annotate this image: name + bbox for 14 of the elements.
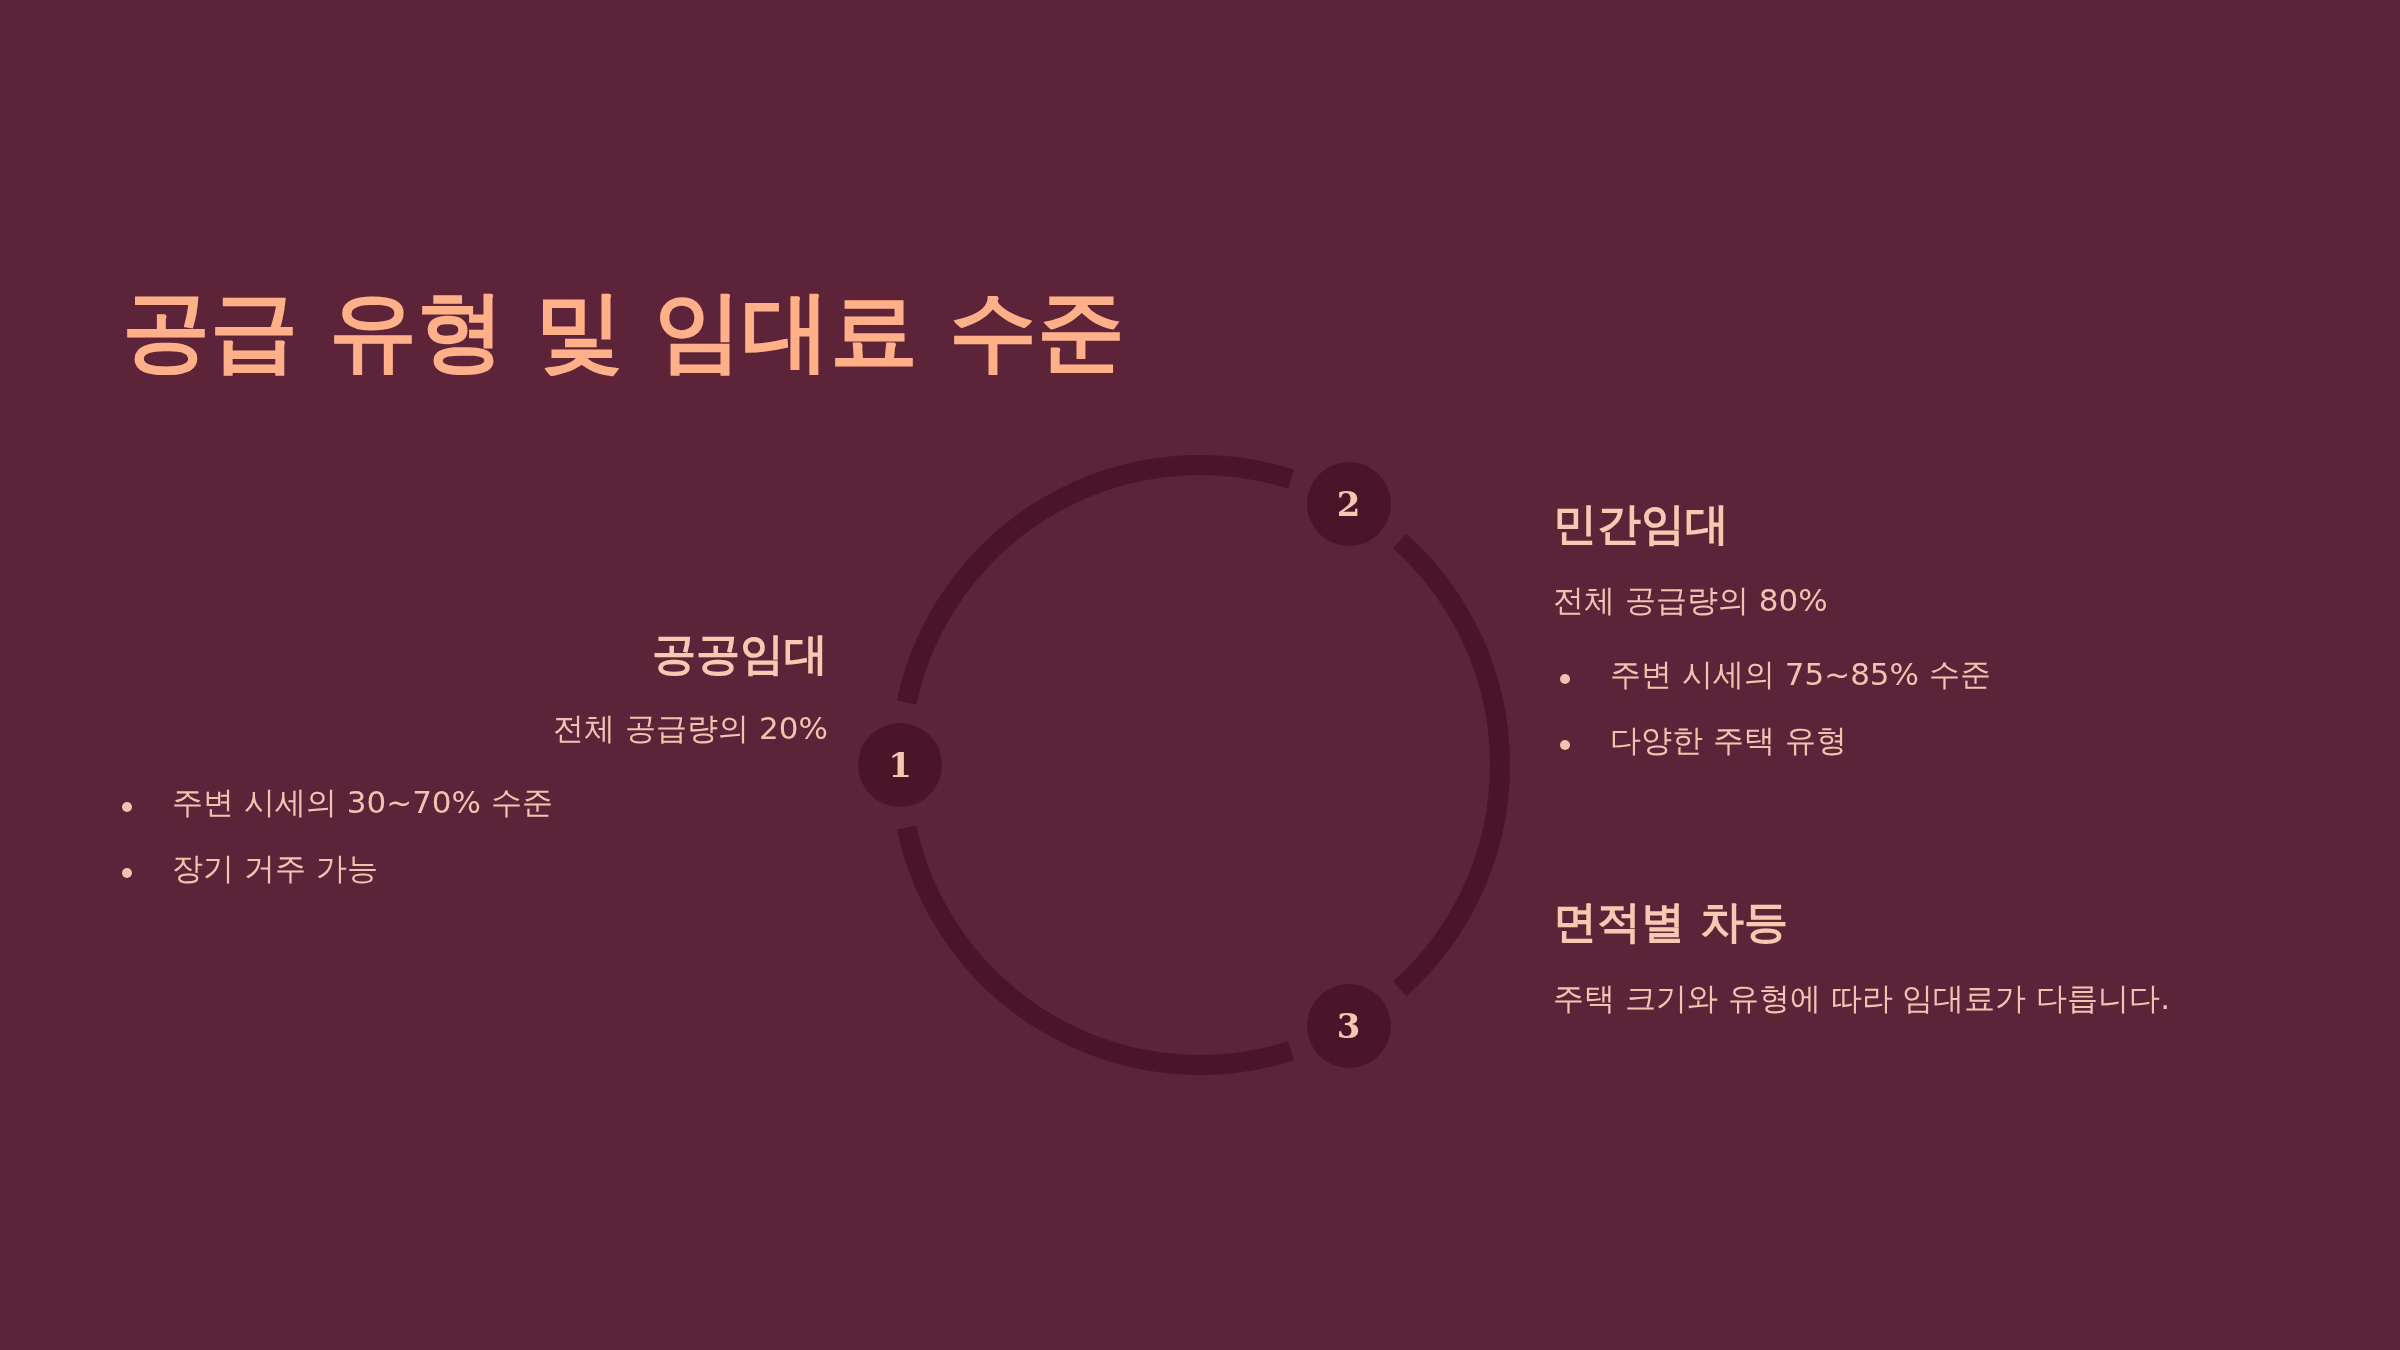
section-heading: 면적별 차등	[1553, 895, 1789, 949]
section-heading: 민간임대	[1553, 497, 1729, 551]
bullet-text: 장기 거주 가능	[172, 849, 378, 888]
subtitle-text: 주택 크기와 유형에 따라 임대료가 다릅니다.	[1553, 979, 2171, 1018]
bullet-text: 주변 시세의 75~85% 수준	[1610, 655, 1991, 694]
number-circle: 2	[1306, 462, 1391, 547]
bullet-text: 주변 시세의 30~70% 수준	[172, 783, 553, 822]
subtitle-text: 전체 공급량의 80%	[1553, 581, 1828, 620]
section-heading: 공공임대	[652, 627, 828, 681]
bullet-text: 다양한 주택 유형	[1610, 721, 1847, 760]
subtitle-text: 전체 공급량의 20%	[553, 709, 828, 748]
number-circle: 3	[1306, 983, 1391, 1068]
slide-title: 공급 유형 및 임대료 수준	[122, 278, 1125, 384]
number-circle: 1	[858, 723, 942, 807]
